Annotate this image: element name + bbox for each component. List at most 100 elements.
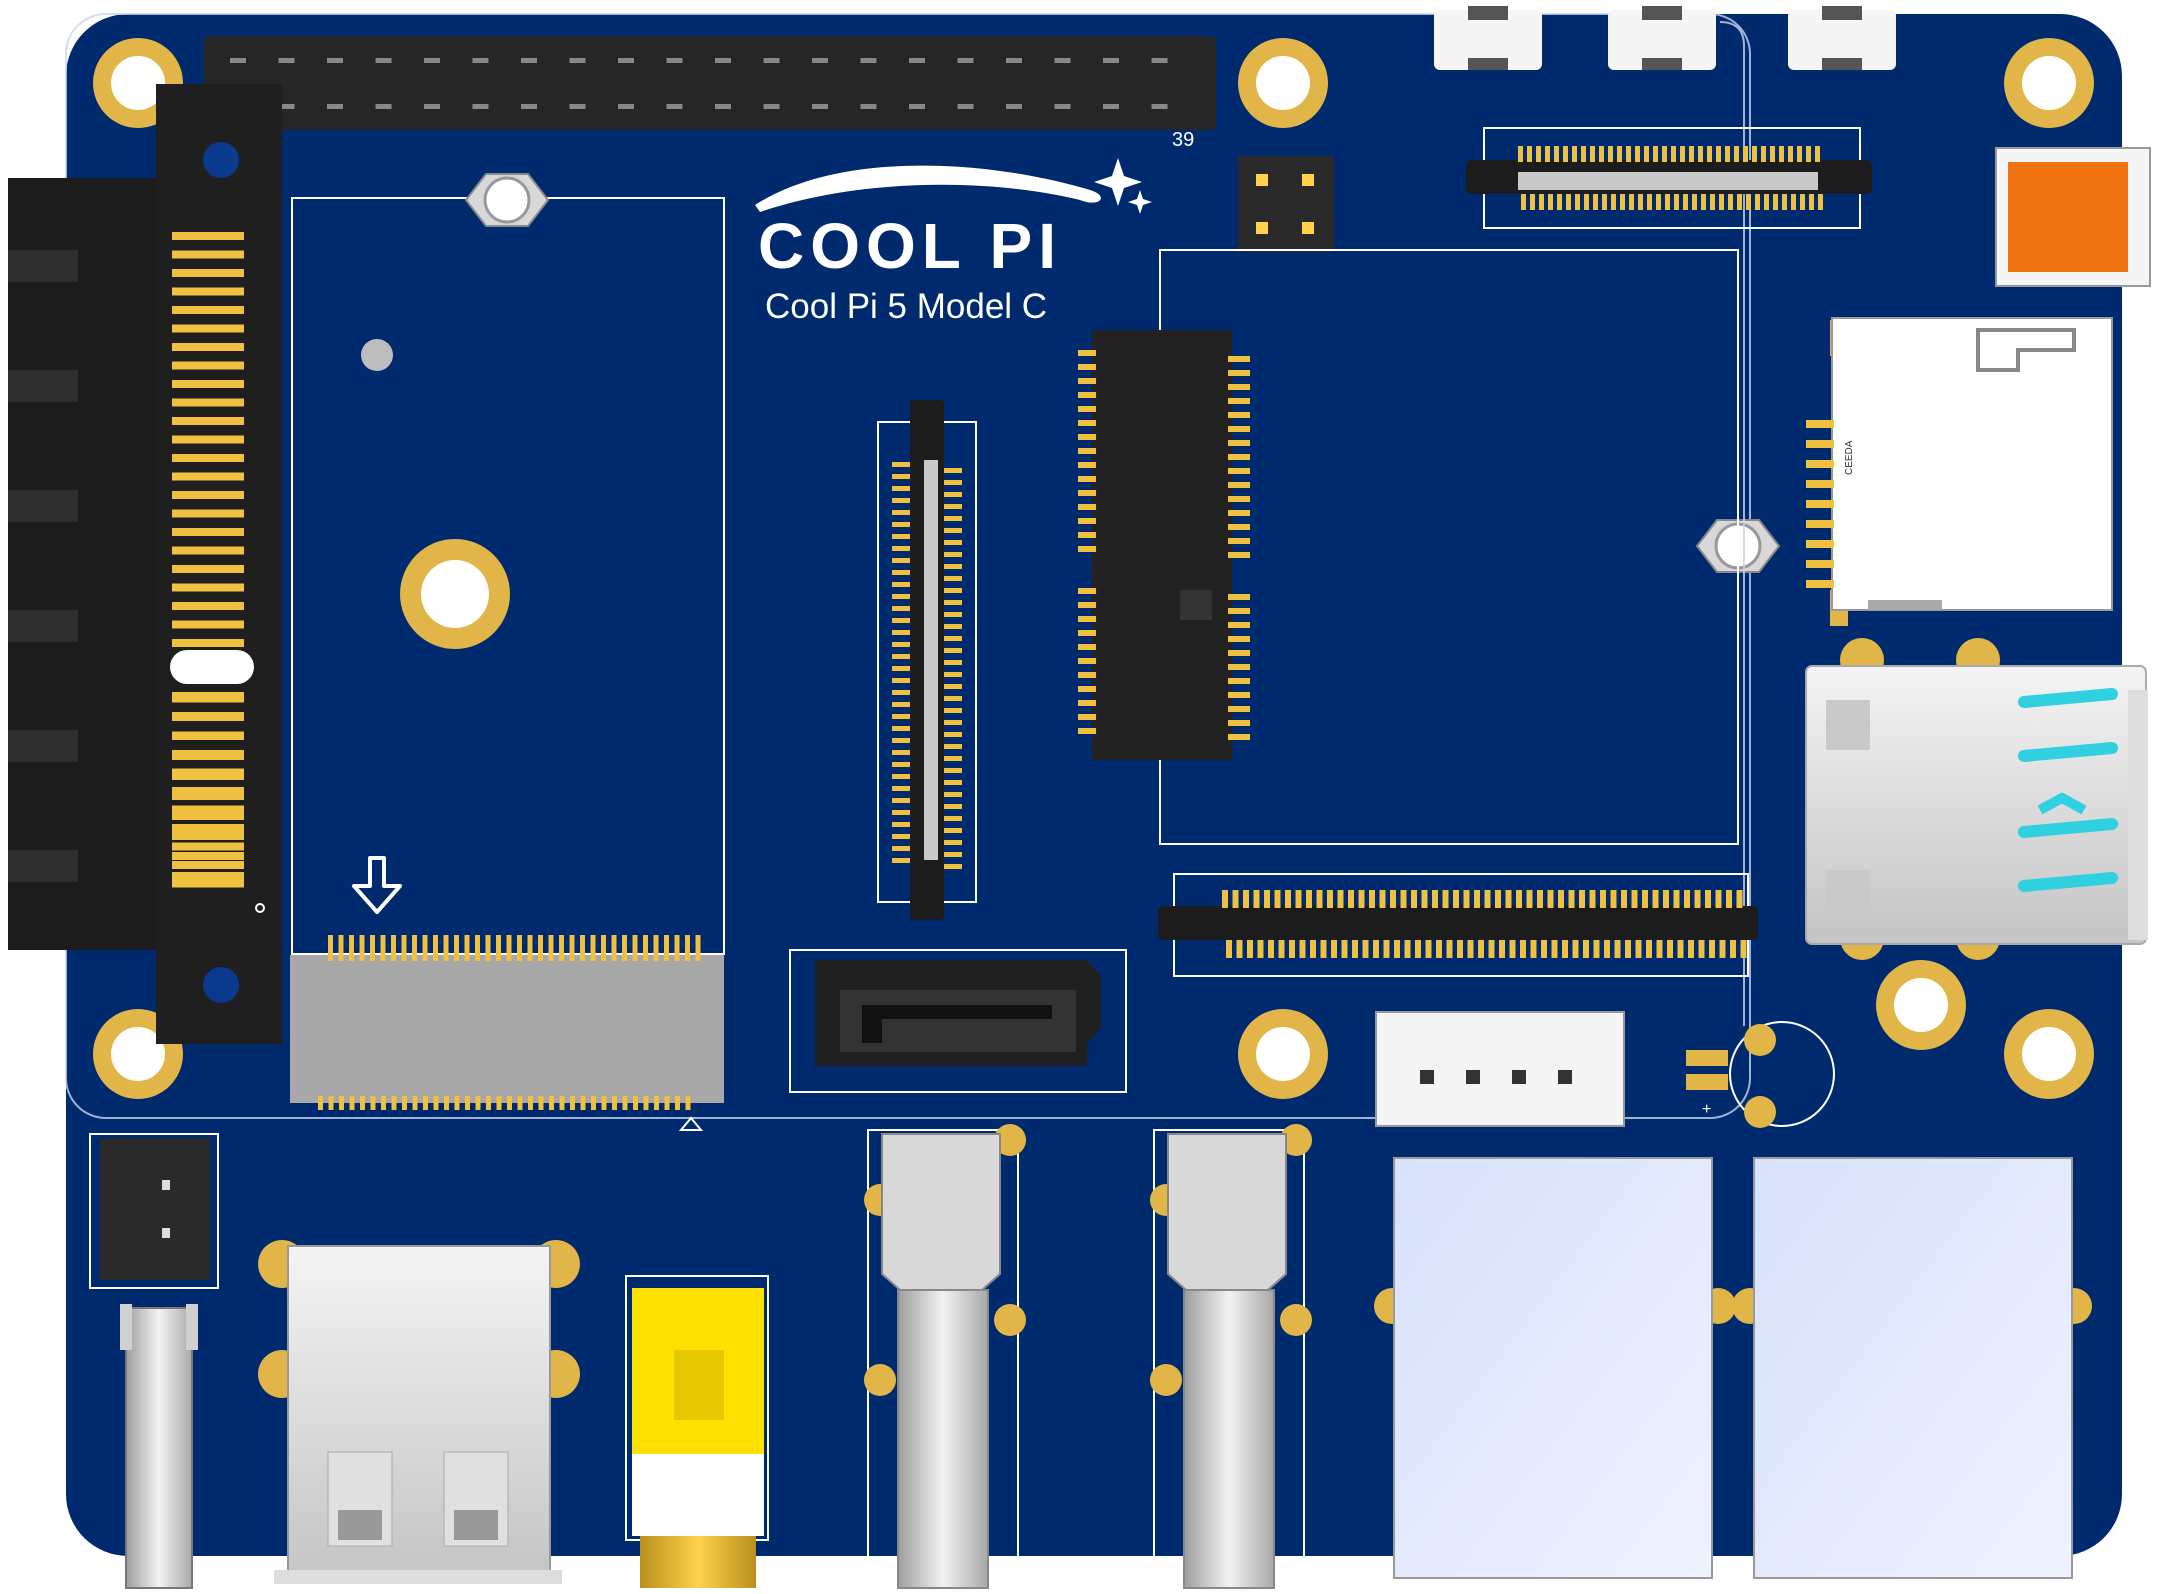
- m2-pin: [339, 1096, 344, 1110]
- gpio-pin: [1054, 58, 1071, 63]
- m2-pin: [685, 935, 690, 961]
- gpio-pin: [424, 104, 440, 109]
- pcie-mount-hole: [203, 967, 239, 1003]
- m2-pin: [590, 935, 596, 961]
- pcie-contact: [172, 792, 244, 800]
- m2-pin: [538, 1096, 544, 1110]
- audio-jack[interactable]: [625, 1275, 769, 1588]
- fpc-pin: [1285, 890, 1291, 908]
- fpc-pin: [944, 816, 962, 821]
- fpc-pin: [1782, 194, 1787, 210]
- fpc-pin: [944, 792, 962, 797]
- m2-pin: [580, 935, 585, 961]
- fpc-pin: [1337, 890, 1344, 908]
- fpc-pin: [1243, 890, 1249, 908]
- fpc-pin: [1563, 146, 1568, 162]
- fpc-pin: [1575, 194, 1580, 210]
- power-jack[interactable]: [120, 1304, 198, 1589]
- pcie-contact: [172, 832, 244, 840]
- pcie-contact: [172, 287, 244, 296]
- fpc-pin: [1530, 940, 1537, 958]
- usb2-port[interactable]: [258, 1240, 580, 1584]
- fpc-pin: [1295, 890, 1302, 908]
- m2-pin: [349, 1096, 355, 1110]
- fpc-pin: [1554, 146, 1559, 162]
- m2-pin: [496, 1096, 502, 1110]
- usb3-port[interactable]: [1805, 638, 2148, 960]
- m2-pin: [1078, 658, 1096, 664]
- fpc-pin: [1568, 890, 1575, 908]
- m2-pin: [1228, 384, 1250, 390]
- m2-pin: [1228, 440, 1250, 446]
- hdmi-port[interactable]: [1150, 1124, 1312, 1589]
- fpc-pin: [1547, 890, 1554, 908]
- m2-pin: [391, 935, 396, 961]
- m2-pin: [1078, 588, 1096, 594]
- m2-pin: [422, 935, 428, 961]
- fpc-pin: [1369, 890, 1375, 908]
- fpc-pin: [892, 750, 910, 755]
- fpc-pin: [892, 582, 910, 587]
- pcie-contact: [172, 712, 244, 720]
- fpc-pin: [1527, 146, 1532, 162]
- m2-pin: [695, 935, 701, 961]
- fpc-pin: [1404, 940, 1411, 958]
- fpc-pin: [1421, 890, 1428, 908]
- pcie-contact: [172, 269, 244, 277]
- fpc-pin: [1453, 890, 1459, 908]
- gpio-pin: [763, 104, 780, 109]
- m2-pin: [391, 1096, 397, 1110]
- tactile-button[interactable]: [1434, 6, 1542, 70]
- m2-pin: [1078, 714, 1096, 720]
- gpio-pin: [618, 58, 634, 63]
- gpio-pin: [521, 58, 537, 63]
- pcie-contact: [172, 805, 244, 814]
- hdmi-port[interactable]: [864, 1124, 1026, 1589]
- fpc-pin: [1495, 890, 1501, 908]
- gpio-pin: [375, 104, 392, 109]
- m2-pin: [444, 1096, 449, 1110]
- fpc-pin: [944, 672, 962, 677]
- m2-pin: [1078, 462, 1096, 468]
- ethernet-port[interactable]: [1374, 1157, 1736, 1579]
- fpc-pin: [1680, 146, 1685, 162]
- gpio-pin: [1006, 58, 1022, 63]
- m2-pin: [1228, 608, 1250, 614]
- m2-pin: [632, 935, 638, 961]
- gpio-pin: [763, 58, 780, 63]
- gpio-pin: [230, 58, 246, 63]
- m2-pin: [1228, 370, 1250, 376]
- fpc-pin: [1505, 890, 1512, 908]
- fpc-pin: [1253, 890, 1260, 908]
- fpc-pin: [1557, 194, 1562, 210]
- gpio-pin: [327, 104, 343, 109]
- sd-pin: [1806, 540, 1834, 548]
- fpc-pin: [944, 636, 962, 641]
- m2-pin: [1078, 644, 1096, 650]
- m2-pin: [1228, 594, 1250, 600]
- tactile-button[interactable]: [1788, 6, 1896, 70]
- tactile-button[interactable]: [1608, 6, 1716, 70]
- pcie-contact: [172, 602, 244, 610]
- pcie-contact: [172, 417, 244, 425]
- pcie-contact: [172, 232, 244, 240]
- gpio-pin: [957, 104, 974, 109]
- m2-pin: [1228, 524, 1250, 530]
- fpc-pin: [892, 522, 910, 527]
- gpio-pin: [278, 58, 295, 63]
- ethernet-port[interactable]: [1732, 1157, 2092, 1579]
- m2-pin: [1078, 378, 1096, 384]
- m2-pin: [370, 1096, 376, 1110]
- fpc-pin: [1331, 940, 1337, 958]
- m2-pin: [1228, 734, 1250, 740]
- fpc-pin: [1289, 940, 1295, 958]
- fpc-pin: [944, 768, 962, 773]
- fpc-pin: [892, 810, 910, 815]
- fpc-pin: [1647, 194, 1652, 210]
- fpc-pin: [1791, 194, 1796, 210]
- sd-pin: [1806, 440, 1834, 448]
- m2-pin: [548, 935, 554, 961]
- pcie-contact: [172, 824, 244, 832]
- gpio-pin: [1054, 104, 1071, 109]
